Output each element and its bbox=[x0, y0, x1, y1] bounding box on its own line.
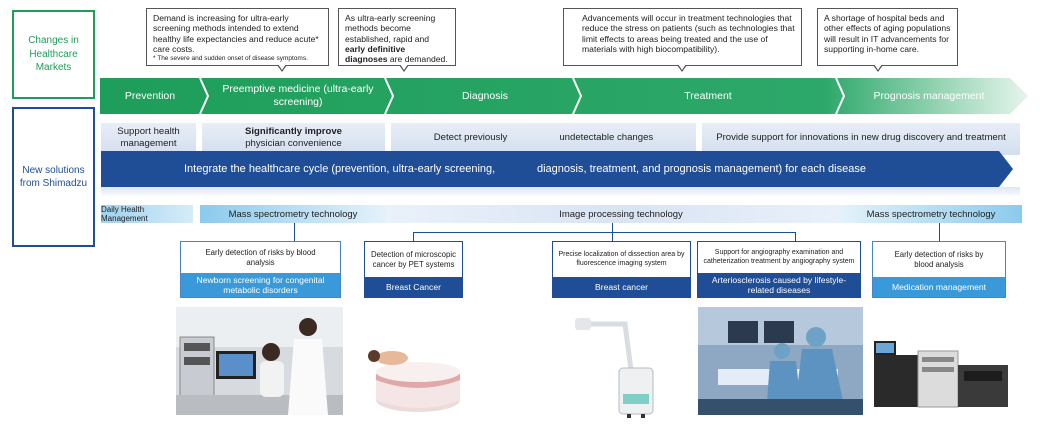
solution-drug-discovery: Provide support for innovations in new d… bbox=[702, 123, 1020, 155]
connector bbox=[413, 232, 795, 233]
connector bbox=[413, 232, 414, 241]
pet-scanner-photo bbox=[368, 350, 460, 412]
angiography-photo bbox=[698, 307, 863, 415]
product-medication-management: Early detection of risks by blood analys… bbox=[872, 241, 1006, 298]
stage-diagnosis: Diagnosis bbox=[461, 89, 509, 102]
tech-mass-spec-1: Mass spectrometry technology bbox=[200, 205, 386, 223]
tech-mass-spec-2: Mass spectrometry technology bbox=[840, 205, 1022, 223]
callout-treatment-advancements: Advancements will occur in treatment tec… bbox=[563, 8, 802, 72]
product-newborn-screening: Early detection of risks by blood analys… bbox=[180, 241, 341, 298]
stage-preemptive: Preemptive medicine (ultra-early screeni… bbox=[222, 83, 374, 108]
callout-in-home-care: A shortage of hospital beds and other ef… bbox=[817, 8, 958, 72]
tech-daily-health: Daily Health Management bbox=[101, 205, 193, 223]
product-pet-breast-cancer: Detection of microscopic cancer by PET s… bbox=[364, 241, 463, 298]
lab-analysis-photo bbox=[176, 307, 343, 415]
callout-early-diagnoses: As ultra-early screening methods become … bbox=[338, 8, 456, 72]
tech-image-processing: Image processing technology bbox=[386, 205, 856, 223]
cycle-band-text: Integrate the healthcare cycle (preventi… bbox=[184, 163, 496, 175]
solutions-label: New solutions from Shimadzu bbox=[12, 107, 95, 247]
mass-spectrometer-photo bbox=[874, 341, 1008, 408]
connector bbox=[294, 223, 295, 241]
solution-support-health: Support health management bbox=[101, 123, 196, 155]
connector bbox=[795, 232, 796, 241]
markets-label: Changes in Healthcare Markets bbox=[12, 10, 95, 99]
stage-prognosis: Prognosis management bbox=[873, 89, 985, 102]
callout-ultra-early-demand: Demand is increasing for ultra-early scr… bbox=[146, 8, 329, 72]
product-angiography: Support for angiography examination and … bbox=[697, 241, 861, 298]
connector bbox=[939, 223, 940, 241]
band-shadow bbox=[101, 187, 1020, 197]
stage-arrow bbox=[100, 77, 1028, 115]
cycle-band-text-2: diagnosis, treatment, and prognosis mana… bbox=[537, 163, 866, 175]
connector bbox=[612, 223, 613, 241]
stage-prevention: Prevention bbox=[124, 89, 176, 102]
fluorescence-imaging-photo bbox=[575, 318, 654, 418]
cycle-band-arrow bbox=[101, 151, 1013, 187]
product-fluorescence-breast-cancer: Precise localization of dissection area … bbox=[552, 241, 691, 298]
stage-treatment: Treatment bbox=[684, 89, 732, 102]
